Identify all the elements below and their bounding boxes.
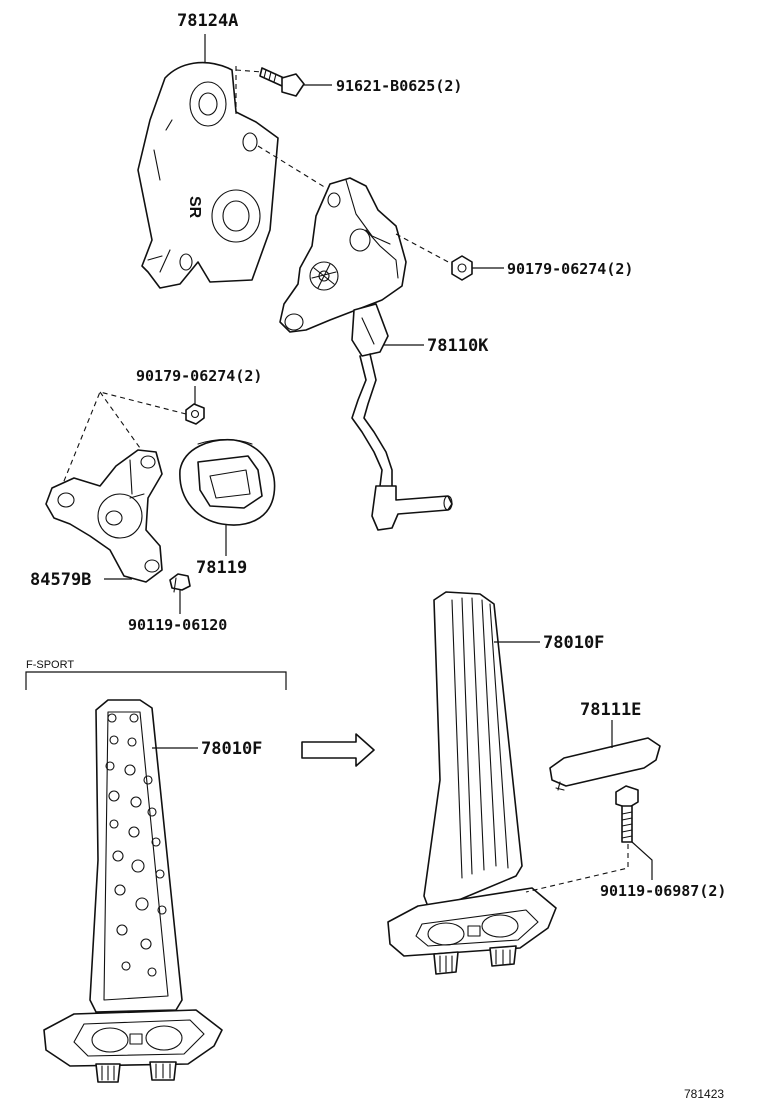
label-78111e: 78111E	[580, 700, 641, 720]
pedal-pad-standard	[387, 591, 557, 975]
section-label-f-sport: F-SPORT	[26, 659, 74, 671]
bracket-78124a: SR	[137, 61, 279, 289]
label-90179-06274-left: 90179-06274(2)	[136, 367, 262, 385]
stopper-78119	[179, 438, 276, 526]
arrow-icon	[301, 733, 375, 767]
label-78124a: 78124A	[177, 11, 238, 31]
label-90119-06987: 90119-06987(2)	[600, 882, 726, 900]
figure-number: 781423	[684, 1087, 724, 1101]
label-78010f-standard: 78010F	[543, 633, 604, 653]
sensor-78110k	[279, 177, 453, 531]
label-78110k: 78110K	[427, 336, 489, 356]
label-90119-06120: 90119-06120	[128, 616, 227, 634]
label-78010f-sport: 78010F	[201, 739, 262, 759]
label-91621-b0625: 91621-B0625(2)	[336, 77, 462, 95]
bolt-90119-06120	[169, 573, 191, 593]
nut-90179-right	[451, 255, 473, 281]
nut-90179-left	[185, 403, 205, 425]
bracket-84579b	[45, 449, 163, 583]
label-78119: 78119	[196, 558, 247, 578]
label-84579b: 84579B	[30, 570, 91, 590]
label-90179-06274-right: 90179-06274(2)	[507, 260, 633, 278]
pedal-pad-sport	[43, 699, 223, 1083]
pad-holes	[105, 713, 167, 977]
bolt-91621	[259, 67, 305, 97]
cover-78111e	[549, 737, 661, 791]
bolt-90119-06987	[615, 785, 639, 843]
svg-text:SR: SR	[186, 196, 203, 219]
